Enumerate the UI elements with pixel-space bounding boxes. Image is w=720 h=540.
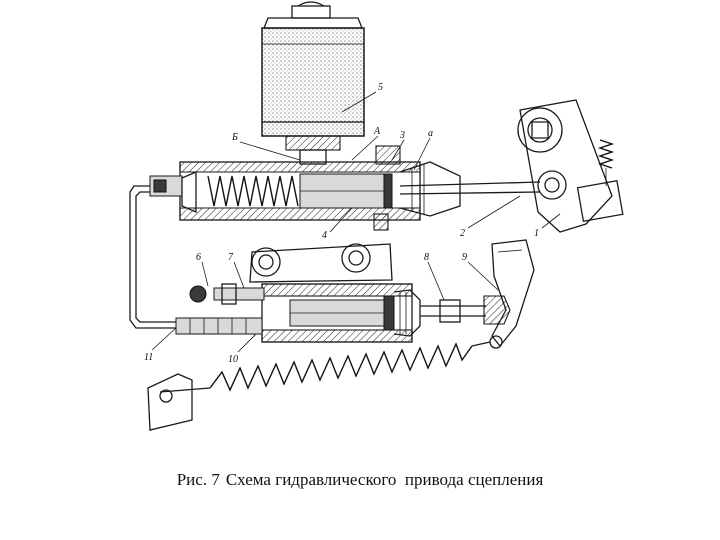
- part-labels: 5 Б A 3 а 4 2 1 6 7 8 9 10 11: [144, 82, 539, 365]
- label-8: 8: [424, 252, 429, 263]
- leader-lines: [151, 91, 561, 353]
- label-7: 7: [228, 252, 234, 263]
- label-5: 5: [378, 82, 383, 93]
- label-1: 1: [534, 228, 539, 239]
- label-4: 4: [322, 230, 327, 241]
- release-fork: [489, 239, 535, 349]
- figure-caption: Рис. 7 Схема гидравлического привода сцеп…: [0, 470, 720, 490]
- mounting-bracket: [249, 243, 393, 283]
- slave-cylinder: [175, 283, 421, 343]
- label-9: 9: [462, 252, 467, 263]
- label-10: 10: [228, 354, 238, 365]
- master-cylinder: [149, 145, 461, 231]
- label-B: Б: [231, 132, 238, 143]
- label-3: 3: [399, 130, 405, 141]
- label-6: 6: [196, 252, 201, 263]
- push-rod: [399, 170, 567, 200]
- fluid-reservoir: [261, 1, 365, 165]
- slave-pusher-rod: [420, 295, 511, 325]
- figure-number: Рис. 7: [176, 470, 220, 489]
- return-spring: [147, 341, 491, 431]
- figure-title: Схема гидравлического привода сцепления: [225, 470, 544, 489]
- clutch-pedal: [517, 99, 624, 233]
- label-a: а: [428, 128, 433, 139]
- hydraulic-pipeline: [129, 185, 176, 329]
- label-11: 11: [144, 352, 153, 363]
- label-A: A: [373, 126, 381, 137]
- label-2: 2: [460, 228, 465, 239]
